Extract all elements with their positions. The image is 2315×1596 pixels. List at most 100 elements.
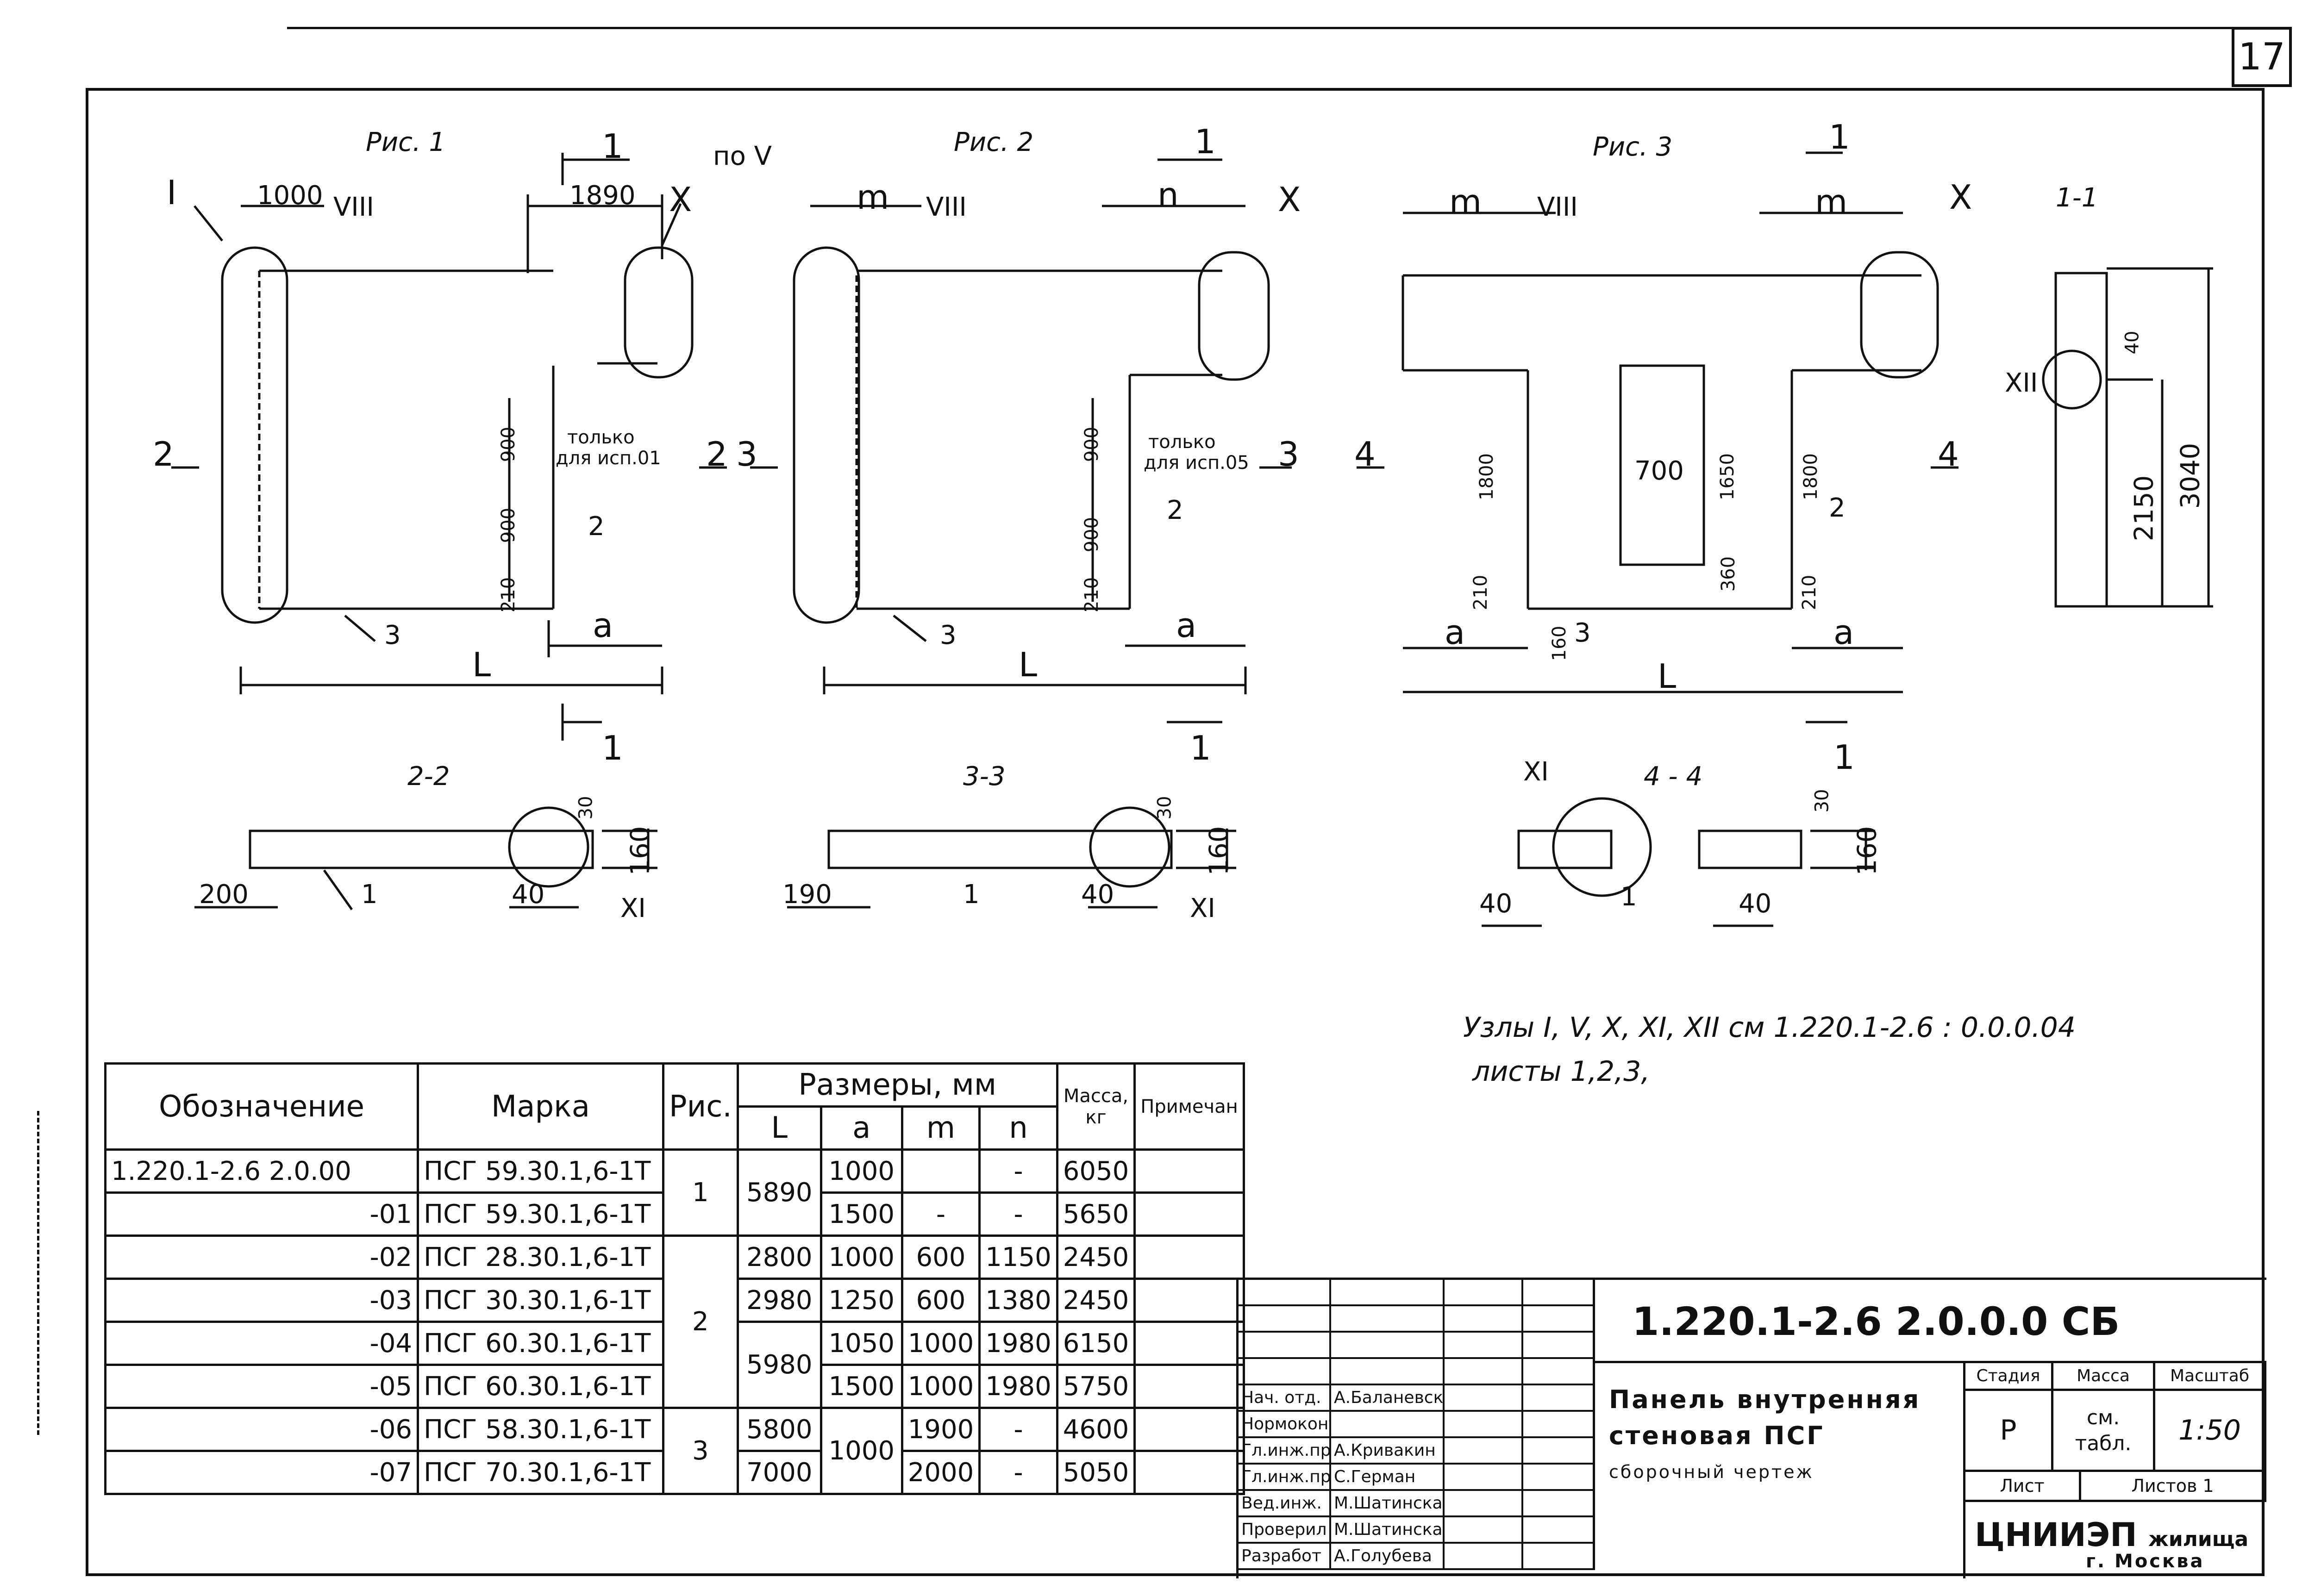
fig3-dim-210-left: 210 [1470,574,1492,611]
row-designation: -01 [104,1191,419,1237]
fig3-section-right: 4 [1938,435,1959,474]
row-a: 1050 [820,1321,903,1366]
row-a: 1000 [820,1234,903,1280]
row-m [901,1148,981,1194]
row-mass: 6050 [1056,1148,1136,1194]
row-a: 1250 [820,1278,903,1323]
nodes-note-line1: Узлы I, V, X, XI, XII см 1.220.1-2.6 : 0… [1463,1011,2076,1044]
fig1-section-bottom: 1 [602,729,623,767]
fig2-dim-210: 210 [1081,577,1103,613]
row-mark: ПСГ 70.30.1,6-1Т [417,1450,664,1495]
signature-row [1239,1280,1595,1306]
row-note [1133,1191,1245,1237]
table-row: -07 ПСГ 70.30.1,6-1Т 7000 2000 - 5050 [104,1450,1245,1495]
row-designation: -07 [104,1450,419,1495]
fig1-dim-a: a [593,606,613,645]
sec44-title: 4 - 4 [1644,761,1703,792]
row-m: 1000 [901,1364,981,1409]
row-note [1133,1234,1245,1280]
fig2-dim-900-lower: 900 [1081,517,1103,553]
sec44-dim-30: 30 [1811,789,1833,813]
fig1-node-right: X [669,180,692,219]
row-mark: ПСГ 59.30.1,6-1Т [417,1191,664,1237]
signature-table: Нач. отд.А.Баланевски Нормоконтр Гл.инж.… [1239,1280,1595,1578]
header-fig: Рис. [662,1062,739,1151]
header-sizes: Размеры, мм [736,1062,1058,1108]
fig1-dim-right: 1890 [569,181,636,211]
fig1-callout-2: 2 [588,511,605,542]
header-note: Примечан [1133,1062,1245,1151]
mass-value: см. табл. [2053,1391,2155,1472]
fig3-dim-700: 700 [1634,456,1684,486]
fig1-node-i-outline [221,246,288,624]
fig1-node-top: VIII [333,192,374,222]
drawing-frame [86,88,2265,1576]
fig2-dim-900-upper: 900 [1081,426,1103,462]
fig1-title: Рис. 1 [366,127,446,157]
fig1-section-left: 2 [153,435,174,474]
row-fig: 3 [662,1407,739,1495]
row-l: 2800 [736,1234,822,1280]
table-row: -02 ПСГ 28.30.1,6-1Т 2 2800 1000 600 115… [104,1234,1245,1409]
row-designation: -03 [104,1278,419,1323]
sec44-callout: 1 [1620,882,1637,912]
fig1-dim-l: L [472,645,491,684]
sec33-callout: 1 [963,879,980,910]
row-n: - [978,1148,1058,1194]
fig2-node-left: по V [713,141,772,171]
table-row: -03 ПСГ 30.30.1,6-1Т 2980 1250 600 1380 … [104,1278,1245,1323]
org-city: г. Москва [2086,1551,2205,1572]
row-l: 5890 [736,1148,822,1237]
row-mass: 6150 [1056,1321,1136,1366]
org-name-1: ЦНИИЭП [1975,1516,2137,1554]
header-a: a [820,1105,903,1151]
drawing-name-line2: стеновая ПСГ [1609,1421,1825,1450]
sec11-dim-40: 40 [2121,330,2143,355]
fig1-section-top: 1 [602,127,623,166]
fig2-callout-3: 3 [940,620,957,650]
row-mark: ПСГ 28.30.1,6-1Т [417,1234,664,1280]
table-row: -01 ПСГ 59.30.1,6-1Т 1500 - - 5650 [104,1191,1245,1237]
signature-row: Гл.инж.пр.С.Герман [1239,1465,1595,1491]
page-number: 17 [2232,27,2292,87]
row-mass: 2450 [1056,1234,1136,1280]
mass-label: Масса [2053,1363,2155,1391]
document-code: 1.220.1-2.6 2.0.0.0 СБ [1595,1280,2266,1363]
sec11-node: XII [2005,368,2038,398]
sheets-label: Листов 1 [2081,1472,2266,1502]
row-note [1133,1321,1245,1366]
row-designation: 1.220.1-2.6 2.0.00 [104,1148,419,1194]
row-note [1133,1278,1245,1323]
fig3-node-top: VIII [1537,192,1578,222]
header-m: m [901,1105,981,1151]
row-mass: 4600 [1056,1407,1136,1452]
drawing-name: Панель внутренняя стеновая ПСГ сборочный… [1595,1363,1965,1578]
table-row: -04 ПСГ 60.30.1,6-1Т 5980 1050 1000 1980… [104,1321,1245,1409]
fig2-node-right: X [1278,180,1301,219]
row-l: 7000 [736,1450,822,1495]
sec33-title: 3-3 [963,761,1006,792]
nodes-note-line2: листы 1,2,3, [1472,1055,1650,1088]
header-mass: Масса, кг [1056,1062,1136,1151]
sec22-dim-30: 30 [575,796,597,820]
fig3-dim-1650: 1650 [1716,453,1738,500]
fig2-dim-l: L [1019,645,1038,684]
row-n: 1980 [978,1364,1058,1409]
fig1-only-note-1: только [567,427,635,448]
fig1-dim-900-upper: 900 [498,426,519,462]
sec33-dim-30: 30 [1154,796,1176,820]
fig3-dim-210-right: 210 [1799,574,1821,611]
fig1-node-left: I [167,173,177,212]
fig3-section-top: 1 [1829,118,1850,156]
sec11-title: 1-1 [2056,183,2098,213]
sec22-dim-160: 160 [625,826,656,876]
mass-value-2: табл. [2075,1432,2132,1455]
top-border-line [287,27,2246,29]
scale-label: Масштаб [2155,1363,2266,1391]
fig2-dim-m: m [857,178,889,217]
stage-value: Р [1965,1391,2053,1472]
row-n: - [978,1407,1058,1452]
row-mark: ПСГ 60.30.1,6-1Т [417,1364,664,1409]
header-mark: Марка [417,1062,664,1151]
